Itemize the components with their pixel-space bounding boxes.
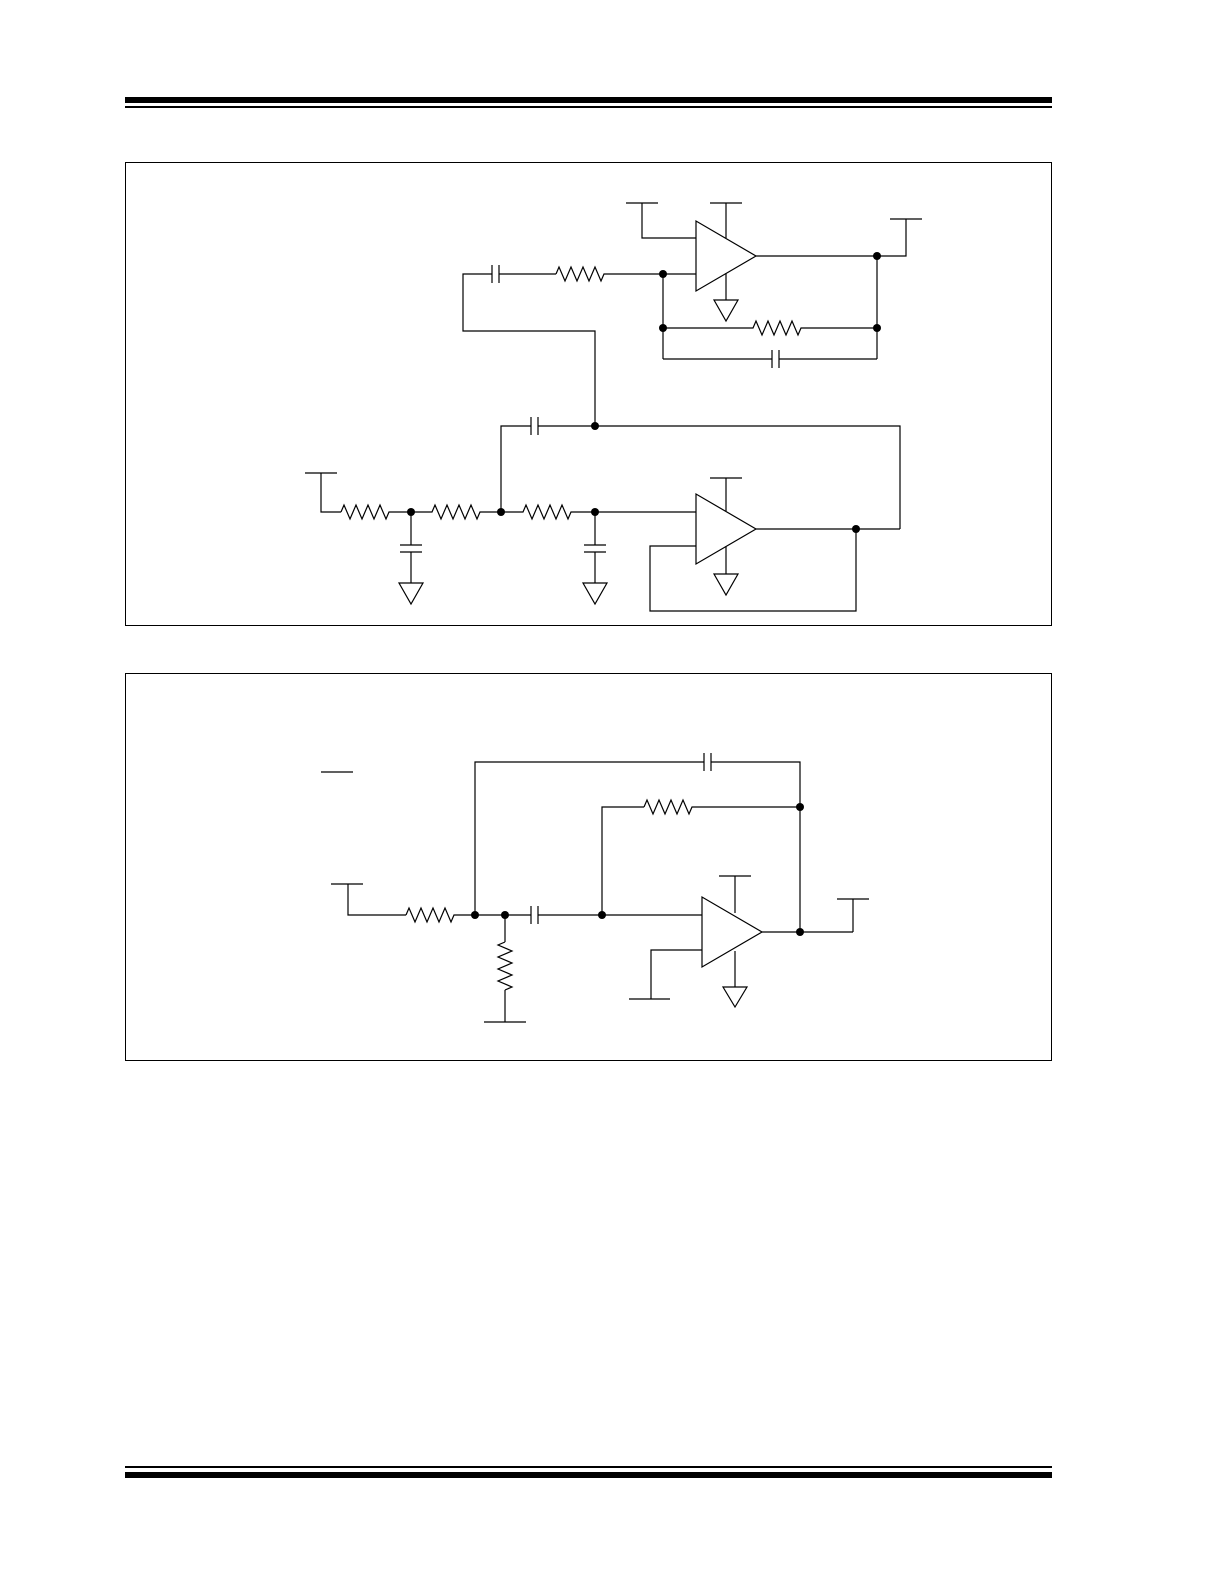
- ground-symbol-top-opamp: [712, 299, 740, 323]
- header-rule-thick: [125, 97, 1052, 103]
- figure-1-schematic: [305, 202, 922, 612]
- footer-rule-thin: [125, 1466, 1052, 1468]
- footer-rule-thick: [125, 1472, 1052, 1478]
- figure-2-schematic: [321, 753, 869, 1023]
- shunt-resistor-figure-2: [484, 915, 526, 1023]
- figure-1-box: [125, 162, 1052, 626]
- ground-symbol-bottom-opamp: [712, 573, 740, 597]
- ground-symbol-shunt-2: [581, 582, 609, 606]
- opamp-bottom: [695, 477, 758, 574]
- input-path-top: [462, 265, 663, 426]
- shunt-capacitor-2: [584, 512, 606, 583]
- reference-input-top: [626, 202, 696, 239]
- input-terminal-figure-2: [331, 883, 475, 924]
- opamp-top: [695, 202, 758, 300]
- output-node-top: [756, 218, 922, 257]
- input-terminal-bottom: [305, 472, 341, 513]
- header-rule-thin: [125, 106, 1052, 108]
- ground-symbol-figure-2: [721, 986, 749, 1009]
- figure-2-box: [125, 673, 1052, 1061]
- ground-symbol-shunt-1: [397, 582, 425, 606]
- feedback-capacitor-figure-2: [474, 753, 801, 915]
- resistor-chain-bottom: [340, 503, 696, 521]
- junction-dots-figure-1: [407, 252, 881, 533]
- output-node-bottom: [595, 425, 901, 612]
- feedback-network-top: [662, 256, 878, 368]
- opamp-figure-2: [701, 875, 764, 987]
- shunt-capacitor-1: [400, 512, 422, 583]
- feedback-resistor-figure-2: [601, 798, 801, 932]
- junction-dots-figure-2: [471, 803, 804, 936]
- reference-input-figure-2: [629, 949, 702, 1000]
- series-capacitor-figure-2: [530, 906, 702, 924]
- output-node-figure-2: [762, 898, 869, 933]
- capacitor-feedback-bottom: [500, 417, 595, 512]
